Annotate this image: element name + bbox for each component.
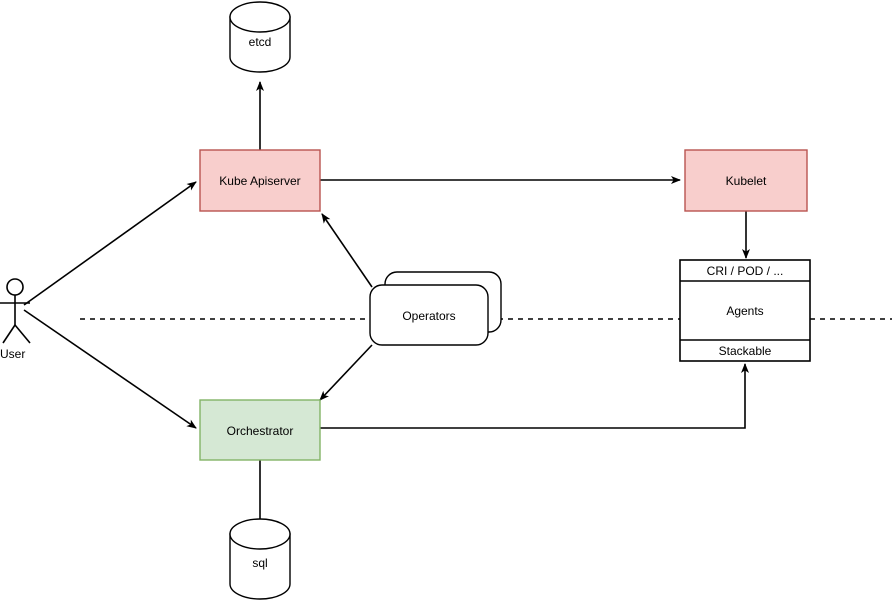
node-kube-apiserver[interactable] <box>199 149 321 212</box>
edge-user-to-kube-apiserver <box>23 181 197 306</box>
node-kubelet[interactable] <box>684 149 808 212</box>
node-operators[interactable] <box>369 271 502 346</box>
edge-operators-to-orchestrator <box>319 344 373 401</box>
edge-user-to-orchestrator <box>23 309 197 429</box>
node-sql[interactable] <box>229 518 291 600</box>
edge-orchestrator-to-stackable <box>320 363 749 429</box>
node-user[interactable] <box>0 278 31 344</box>
node-etcd[interactable] <box>229 1 291 73</box>
node-orchestrator[interactable] <box>199 399 321 461</box>
node-agents[interactable] <box>679 259 811 362</box>
edge-operators-to-kube-apiserver <box>321 213 373 288</box>
